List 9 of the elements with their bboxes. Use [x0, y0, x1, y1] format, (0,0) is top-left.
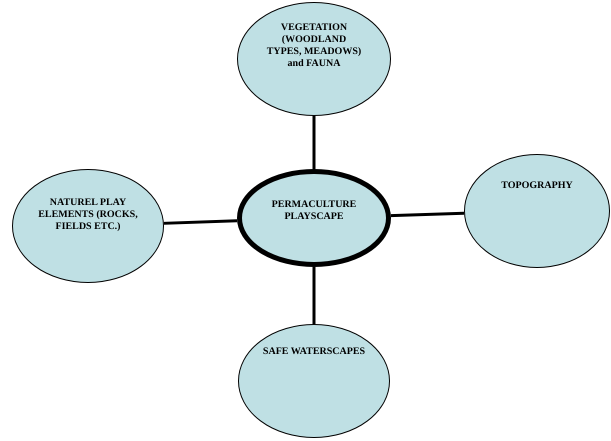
connector-line: [312, 267, 316, 324]
node-label: VEGETATION (WOODLAND TYPES, MEADOWS) and FAUNA: [266, 22, 362, 70]
node-label: NATUREL PLAY ELEMENTS (ROCKS, FIELDS ETC.): [37, 197, 139, 233]
node-label: PERMACULTURE PLAYSCAPE: [270, 199, 358, 223]
node-label: SAFE WATERSCAPES: [262, 346, 366, 358]
connector-line: [164, 219, 238, 225]
node-label: TOPOGRAPHY: [500, 180, 574, 192]
connector-line: [312, 116, 316, 169]
connector-line: [390, 212, 464, 218]
